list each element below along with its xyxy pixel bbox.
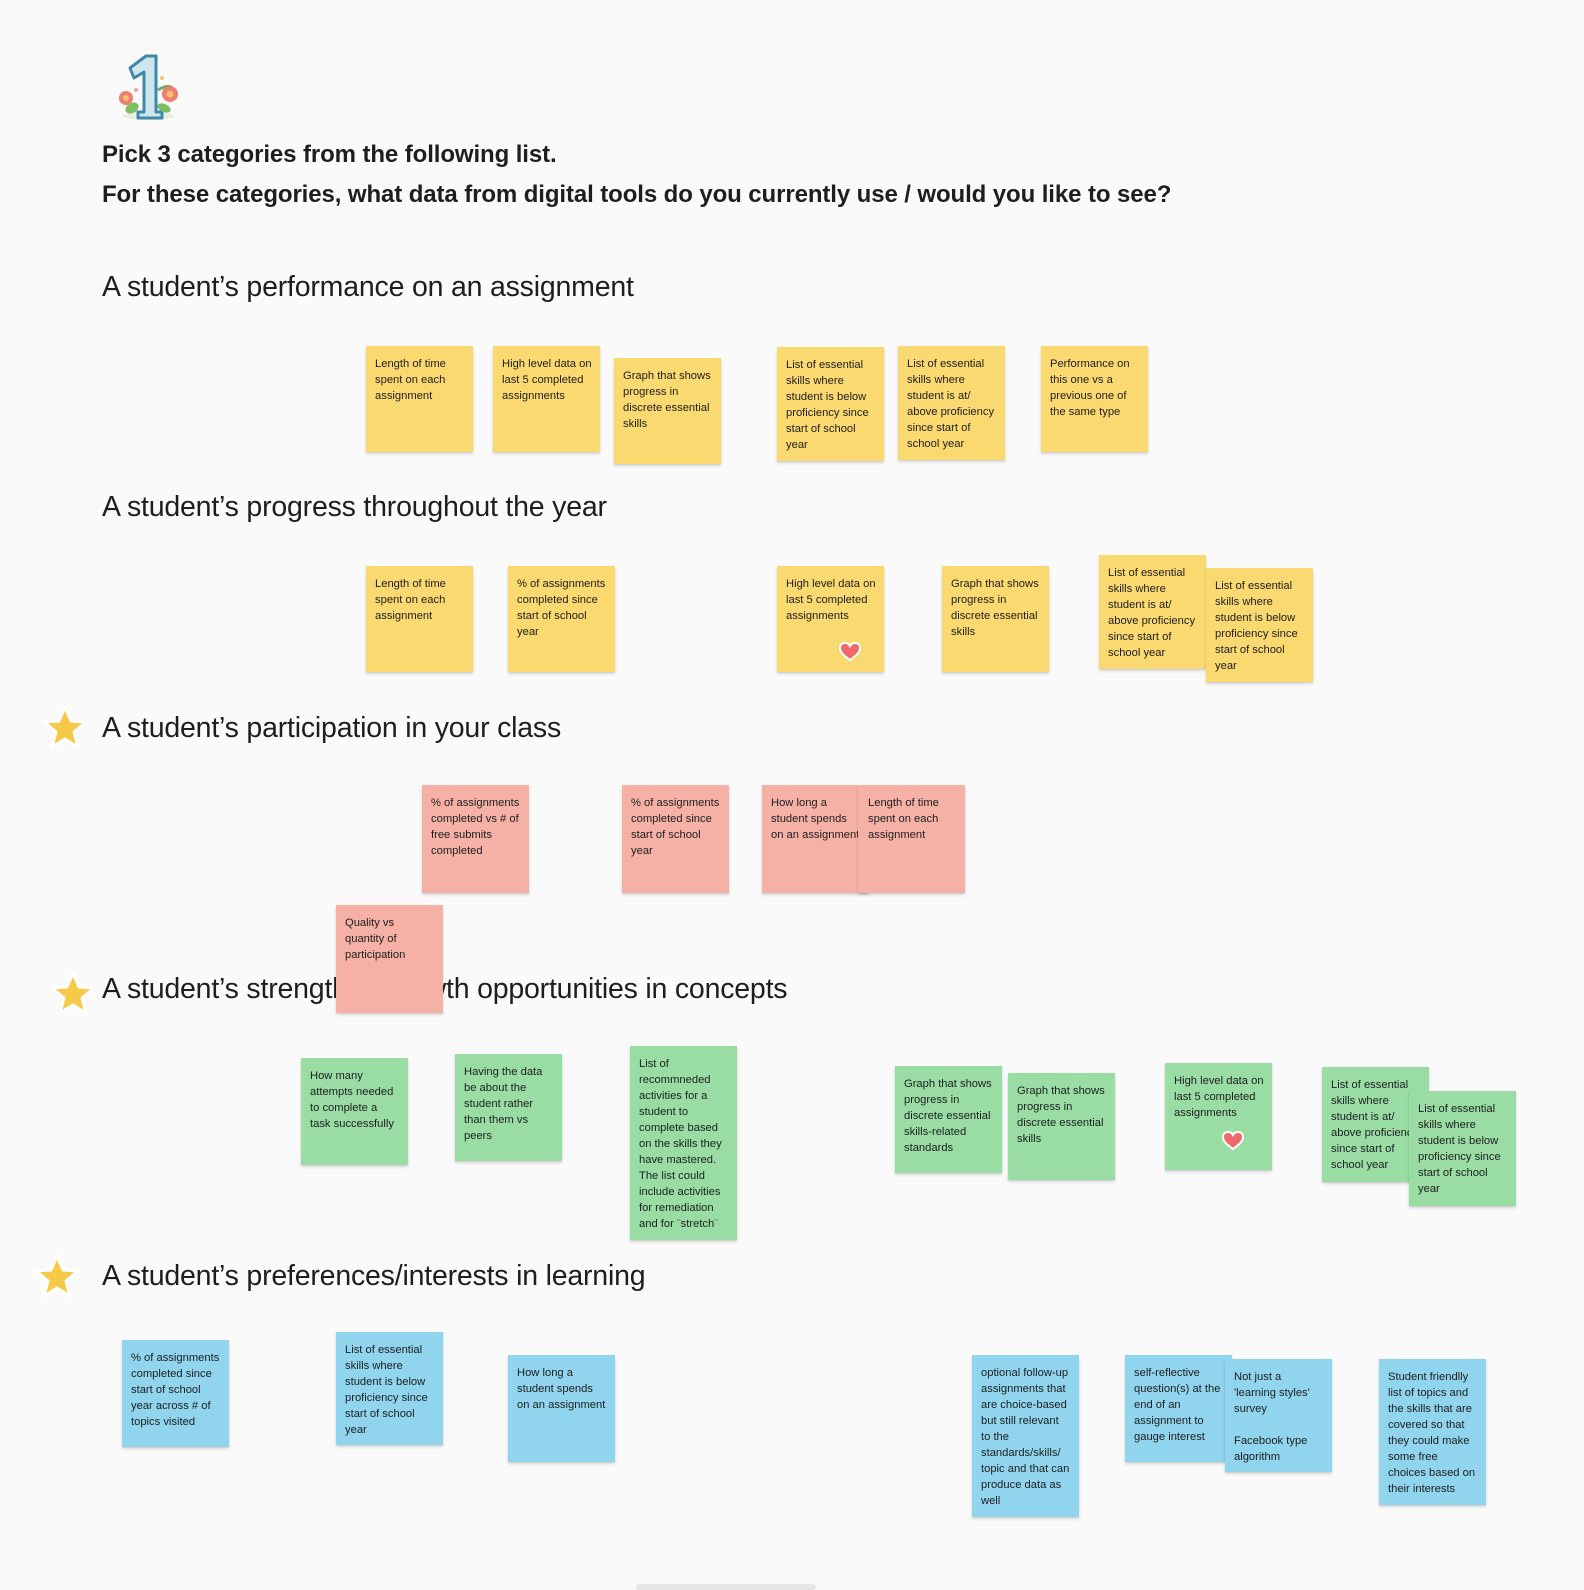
sticky-note[interactable]: How long a student spends on an assignme… <box>762 785 869 893</box>
sticky-note[interactable]: List of essential skills where student i… <box>336 1332 443 1445</box>
sticky-note[interactable]: Graph that shows progress in discrete es… <box>1008 1073 1115 1180</box>
sticky-note[interactable]: Length of time spent on each assignment <box>858 785 965 893</box>
sticky-note[interactable]: List of essential skills where student i… <box>898 346 1005 460</box>
sticky-note[interactable]: Length of time spent on each assignment <box>366 346 473 452</box>
star-icon <box>42 705 88 749</box>
sticky-note[interactable]: High level data on last 5 completed assi… <box>777 566 884 672</box>
sticky-note[interactable]: Student friendlly list of topics and the… <box>1379 1359 1486 1505</box>
sticky-note[interactable]: Graph that shows progress in discrete es… <box>895 1066 1002 1173</box>
star-icon <box>34 1254 80 1298</box>
section-title-participation: A student’s participation in your class <box>102 712 562 744</box>
sticky-note[interactable]: Not just a 'learning styles' survey Face… <box>1225 1359 1332 1472</box>
sticky-note[interactable]: High level data on last 5 completed assi… <box>493 346 600 452</box>
section-title-preferences: A student’s preferences/interests in lea… <box>102 1260 646 1292</box>
sticky-note[interactable]: How many attempts needed to complete a t… <box>301 1058 408 1165</box>
sticky-note[interactable]: Length of time spent on each assignment <box>366 566 473 672</box>
sticky-note[interactable]: List of essential skills where student i… <box>777 347 884 461</box>
prompt-line-2: For these categories, what data from dig… <box>102 181 1172 208</box>
sticky-note[interactable]: List of recommneded activities for a stu… <box>630 1046 737 1240</box>
sticky-note[interactable]: optional follow-up assignments that are … <box>972 1355 1079 1517</box>
sticky-note[interactable]: Graph that shows progress in discrete es… <box>614 358 721 464</box>
sticky-note[interactable]: % of assignments completed since start o… <box>508 566 615 672</box>
sticky-note[interactable]: How long a student spends on an assignme… <box>508 1355 615 1462</box>
sticky-note[interactable]: List of essential skills where student i… <box>1099 555 1206 669</box>
sticky-note[interactable]: % of assignments completed since start o… <box>622 785 729 893</box>
sticky-note[interactable]: List of essential skills where student i… <box>1409 1091 1516 1206</box>
sticky-note[interactable]: self-reflective question(s) at the end o… <box>1125 1355 1232 1462</box>
section-title-progress: A student’s progress throughout the year <box>102 491 607 523</box>
canvas-scroll-handle[interactable] <box>636 1584 816 1590</box>
sticky-note[interactable]: Having the data be about the student rat… <box>455 1054 562 1161</box>
heart-icon <box>839 642 861 662</box>
sticky-note[interactable]: % of assignments completed vs # of free … <box>422 785 529 893</box>
section-title-strengths: A student’s strengths / growth opportuni… <box>102 973 788 1005</box>
sticky-note[interactable]: Quality vs quantity of participation <box>336 905 443 1013</box>
sticky-note[interactable]: Performance on this one vs a previous on… <box>1041 346 1148 452</box>
heart-icon <box>1222 1131 1244 1151</box>
prompt-line-1: Pick 3 categories from the following lis… <box>102 141 557 168</box>
star-icon <box>50 971 96 1015</box>
sticky-note[interactable]: List of essential skills where student i… <box>1206 568 1313 682</box>
sticky-note[interactable]: Graph that shows progress in discrete es… <box>942 566 1049 672</box>
number-one-with-flowers-icon <box>119 54 178 120</box>
sticky-note[interactable]: High level data on last 5 completed assi… <box>1165 1063 1272 1170</box>
section-title-performance: A student’s performance on an assignment <box>102 271 634 303</box>
sticky-note[interactable]: % of assignments completed since start o… <box>122 1340 229 1447</box>
